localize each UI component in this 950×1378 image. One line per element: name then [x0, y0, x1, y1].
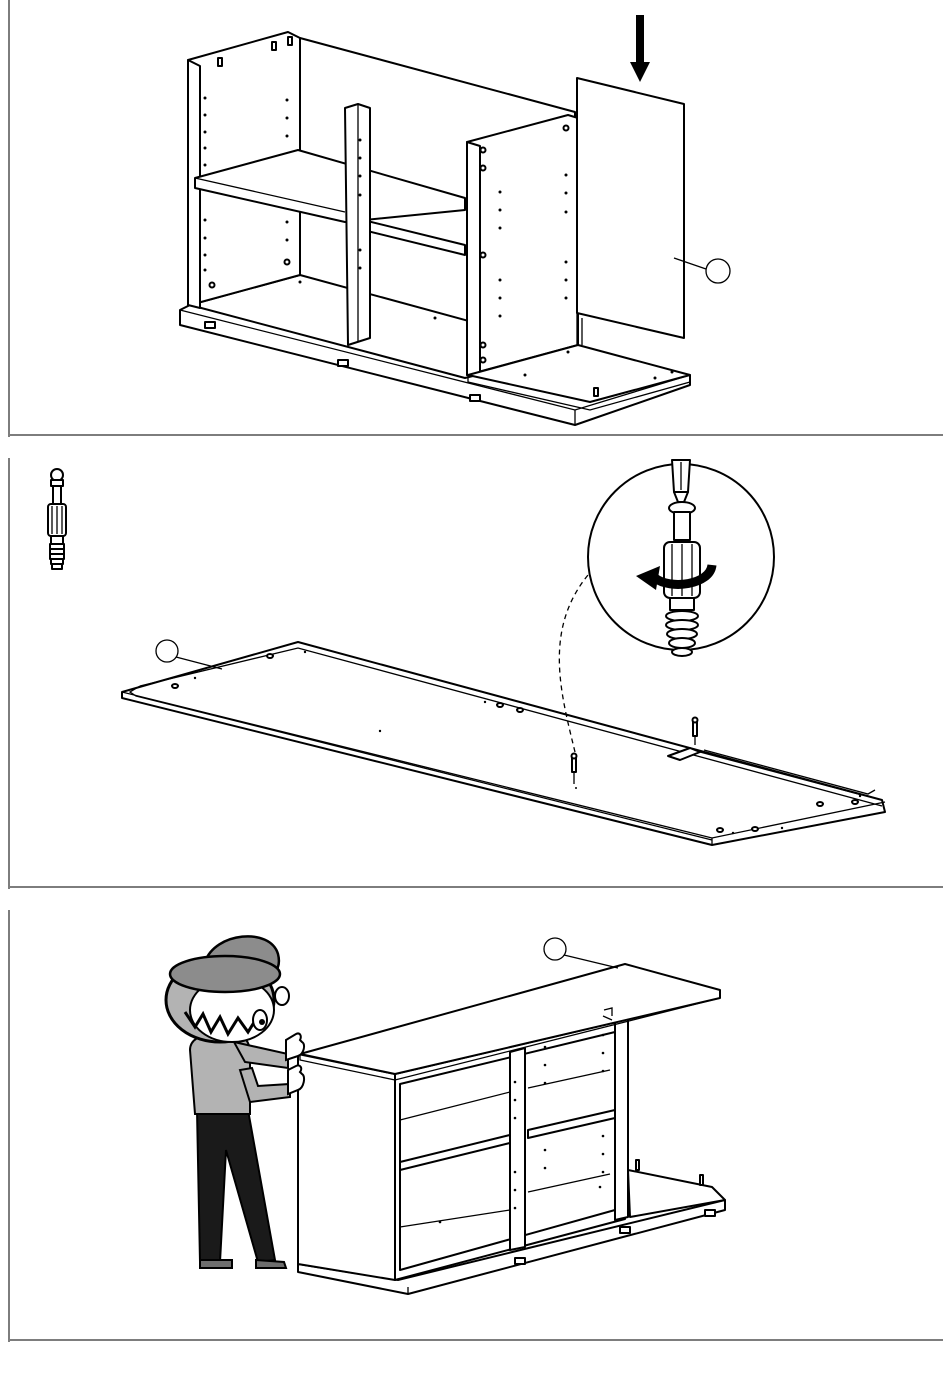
- step-3-illustration: [0, 892, 950, 1352]
- step-3-panel: [0, 892, 950, 1352]
- screwdriver-icon: [672, 460, 690, 502]
- step-1-panel: [0, 0, 950, 440]
- step-1-illustration: [0, 0, 950, 440]
- step-2-panel: [0, 440, 950, 892]
- cam-dowel-icon: [48, 469, 66, 569]
- down-arrow-icon: [630, 15, 650, 82]
- zoom-detail-circle: [588, 460, 774, 656]
- top-panel: [122, 642, 885, 845]
- step-3-part-callout: [544, 938, 618, 968]
- step-2-part-callout: [156, 640, 222, 669]
- person-figure: [166, 936, 304, 1268]
- side-panel-sliding: [577, 78, 684, 345]
- step-2-illustration: [0, 440, 950, 892]
